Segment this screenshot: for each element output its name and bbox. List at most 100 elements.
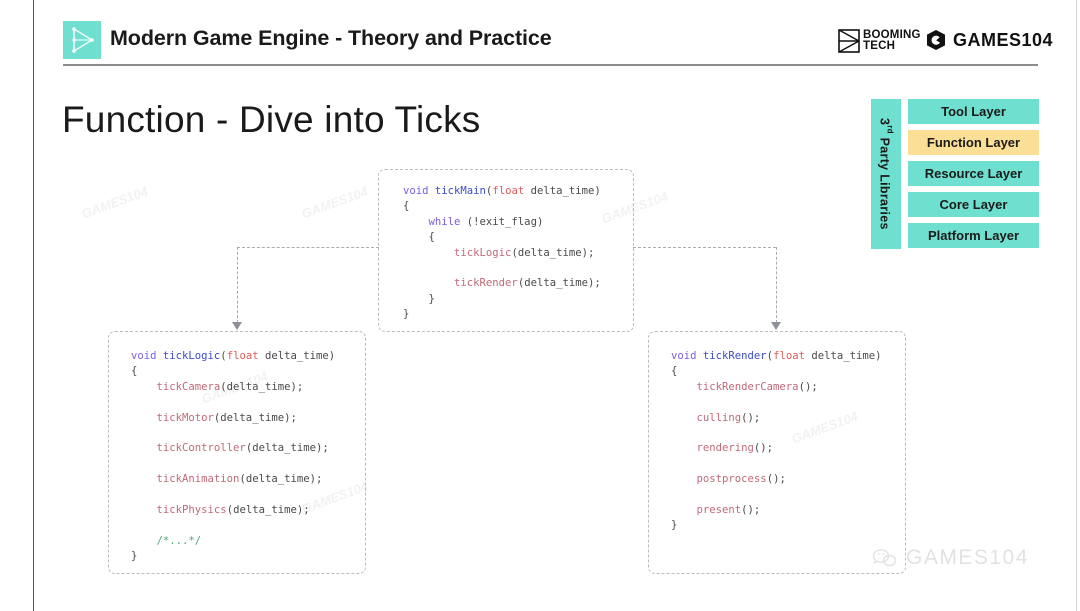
code-text-ticklogic: void tickLogic(float delta_time){ tickCa… <box>131 349 335 565</box>
code-token: (delta_time); <box>239 473 323 486</box>
layer-row-core[interactable]: Core Layer <box>908 192 1039 217</box>
code-block-ticklogic[interactable]: void tickLogic(float delta_time){ tickCa… <box>108 331 366 574</box>
code-line: tickController(delta_time); <box>131 441 335 456</box>
layer-row-function[interactable]: Function Layer <box>908 130 1039 155</box>
third-party-libraries-band: 3rd Party Libraries <box>871 99 901 249</box>
code-line: tickMotor(delta_time); <box>131 411 335 426</box>
code-line <box>671 457 882 472</box>
arrowhead-to-tickrender <box>771 322 781 330</box>
code-token: tickRender <box>454 277 518 290</box>
code-token: delta_time) <box>530 185 601 197</box>
code-token: postprocess <box>696 473 767 486</box>
code-line <box>131 518 335 533</box>
code-line: tickLogic(delta_time); <box>403 246 601 261</box>
code-token <box>671 473 697 485</box>
page-title: Function - Dive into Ticks <box>62 99 481 140</box>
code-token: tickMotor <box>156 411 214 424</box>
code-line <box>131 457 335 472</box>
games104-footer-text: GAMES104 <box>906 546 1029 569</box>
code-token: (delta_time); <box>226 504 310 517</box>
code-token: tickPhysics <box>156 504 227 517</box>
code-token: rendering <box>696 442 754 455</box>
layer-row-resource[interactable]: Resource Layer <box>908 161 1039 186</box>
code-token: (delta_time); <box>245 442 329 455</box>
code-token: { <box>671 365 678 378</box>
code-token: tickAnimation <box>156 473 240 486</box>
code-token: tickController <box>156 442 246 455</box>
code-token: while <box>428 215 461 228</box>
booming-word-line1: BOOMING <box>863 29 921 41</box>
arrowhead-to-ticklogic <box>232 322 242 330</box>
code-line: while (!exit_flag) <box>403 215 601 230</box>
games104-footer-watermark: GAMES104 <box>872 546 1029 570</box>
code-line <box>671 426 882 441</box>
code-token: present <box>696 504 742 517</box>
wechat-icon <box>872 549 897 567</box>
code-token: tickCamera <box>156 380 221 393</box>
booming-word-line2: TECH <box>863 40 896 52</box>
code-token: (!exit_flag) <box>460 215 544 228</box>
code-line: tickAnimation(delta_time); <box>131 472 335 487</box>
layer-row-tool[interactable]: Tool Layer <box>908 99 1039 124</box>
wireframe-mesh-icon <box>63 21 101 59</box>
code-line: tickRender(delta_time); <box>403 276 601 291</box>
code-line: /*...*/ <box>131 534 335 549</box>
code-token: float <box>492 185 531 197</box>
code-token: tickRenderCamera <box>696 380 799 393</box>
code-token: delta_time) <box>264 350 336 362</box>
code-line <box>131 395 335 410</box>
code-line: void tickRender(float delta_time) <box>671 349 882 364</box>
architecture-layer-stack: 3rd Party Libraries Tool Layer Function … <box>871 99 1039 249</box>
code-token: } <box>403 308 410 321</box>
code-line <box>131 426 335 441</box>
code-line: { <box>403 199 601 214</box>
code-line: } <box>131 549 335 564</box>
code-token: { <box>403 231 435 244</box>
code-token: (); <box>741 411 761 424</box>
code-line: rendering(); <box>671 441 882 456</box>
code-token: (); <box>798 380 818 393</box>
code-line: culling(); <box>671 411 882 426</box>
code-line: tickPhysics(delta_time); <box>131 503 335 518</box>
layer-row-platform[interactable]: Platform Layer <box>908 223 1039 248</box>
code-block-tickrender[interactable]: void tickRender(float delta_time){ tickR… <box>648 331 906 574</box>
code-token: (delta_time); <box>517 277 601 290</box>
background-watermark: GAMES104 <box>299 183 370 222</box>
code-token: (); <box>741 504 761 517</box>
code-line: void tickMain(float delta_time) <box>403 184 601 199</box>
code-token: (delta_time); <box>213 411 297 424</box>
code-line: } <box>403 307 601 322</box>
code-line <box>403 261 601 276</box>
code-line <box>671 488 882 503</box>
code-token: tickLogic <box>454 246 512 259</box>
code-line <box>671 395 882 410</box>
code-token: tickRender <box>702 350 767 362</box>
code-token: void <box>131 350 163 362</box>
code-token: (); <box>766 473 786 486</box>
connector-segment-horizontal <box>237 247 379 248</box>
code-token: ( <box>485 185 493 197</box>
code-line: postprocess(); <box>671 472 882 487</box>
code-line: tickRenderCamera(); <box>671 380 882 395</box>
code-token: (delta_time); <box>511 246 595 259</box>
code-token: float <box>773 350 812 362</box>
code-token <box>403 247 454 259</box>
code-line: { <box>671 364 882 379</box>
code-token <box>403 216 429 228</box>
code-token: (); <box>753 442 774 455</box>
booming-b-mark-icon <box>838 29 860 53</box>
header-title: Modern Game Engine - Theory and Practice <box>110 26 552 50</box>
third-party-main-label: Party Libraries <box>877 137 892 230</box>
code-block-tickmain[interactable]: void tickMain(float delta_time){ while (… <box>378 169 634 332</box>
left-gutter <box>0 0 33 611</box>
code-text-tickrender: void tickRender(float delta_time){ tickR… <box>671 349 882 534</box>
code-line: } <box>671 518 882 533</box>
code-line: present(); <box>671 503 882 518</box>
code-line: { <box>131 364 335 379</box>
header-divider-rule <box>63 64 1038 66</box>
code-token: void <box>671 350 703 362</box>
code-token: } <box>671 519 678 532</box>
code-line: } <box>403 292 601 307</box>
code-token <box>671 504 697 516</box>
